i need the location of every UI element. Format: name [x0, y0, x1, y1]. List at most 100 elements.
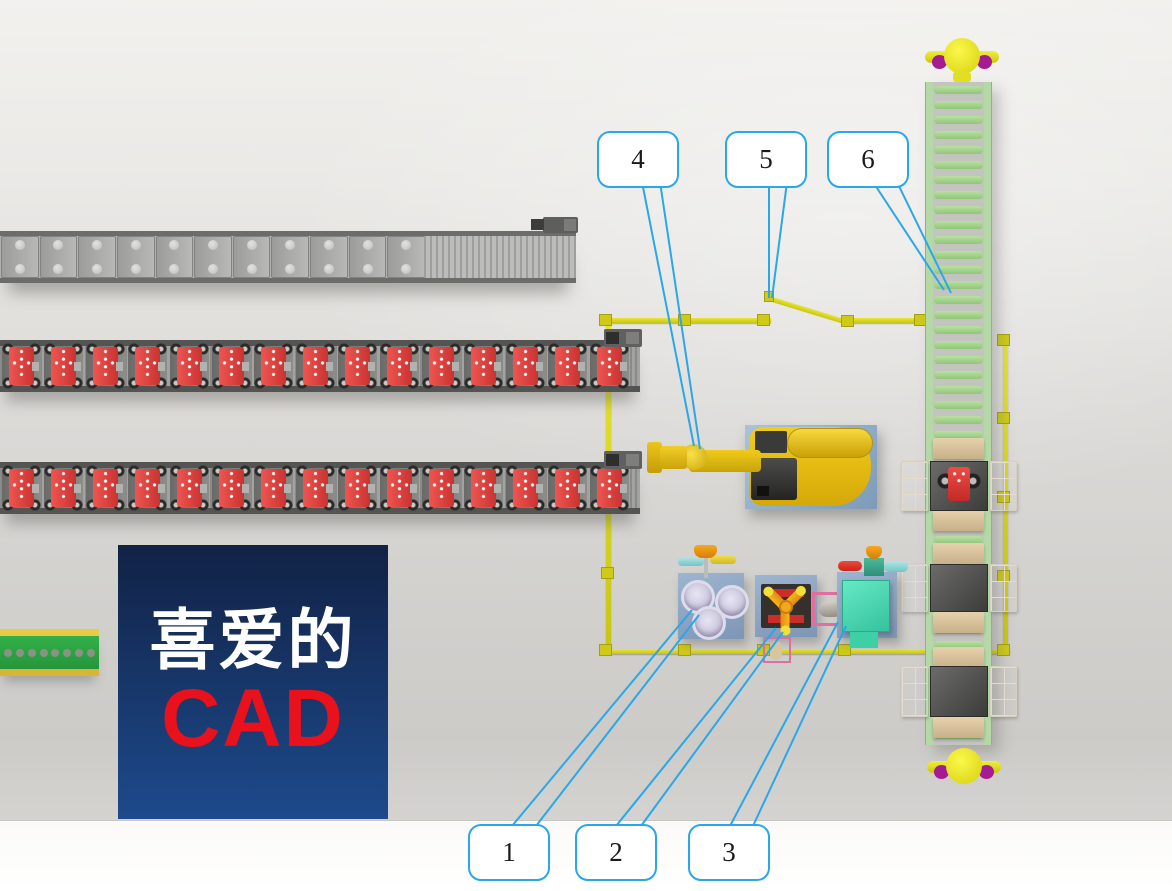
- pallet-carrier: [232, 236, 271, 278]
- red-part: [219, 469, 249, 507]
- conveyor-roller: [934, 476, 983, 484]
- conveyor-roller: [934, 371, 983, 379]
- pallet-carrier: [194, 236, 232, 278]
- logo-chinese-text: 喜爱的: [149, 602, 357, 677]
- valve-arm-left: [678, 558, 704, 566]
- roller-dot: [51, 648, 60, 657]
- conveyor-roller: [934, 566, 983, 574]
- red-part-carrier: [86, 343, 125, 389]
- conveyor-roller: [934, 116, 983, 124]
- red-part: [9, 469, 39, 507]
- bowl: [715, 585, 749, 619]
- conveyor-roller: [934, 206, 983, 214]
- red-part: [471, 469, 501, 507]
- pallet-carrier: [155, 236, 194, 278]
- red-part: [93, 347, 123, 385]
- red-part-carrier: [548, 343, 587, 389]
- red-part: [513, 469, 543, 507]
- red-part: [261, 347, 291, 385]
- red-part: [9, 347, 39, 385]
- red-part-carrier: [464, 465, 503, 511]
- robot-arm: [645, 418, 880, 513]
- red-part-carrier: [338, 465, 377, 511]
- roller-dot: [39, 648, 48, 657]
- mini-green-conveyor: [0, 629, 99, 676]
- red-part: [177, 469, 207, 507]
- pallet-carrier: [78, 236, 116, 278]
- fence-rail-top-right: [845, 318, 930, 323]
- red-part: [261, 469, 291, 507]
- conveyor-roller: [934, 656, 983, 664]
- valve-cyan: [884, 562, 908, 572]
- red-part-carrier: [44, 465, 83, 511]
- callout-balloon-5: 5: [725, 131, 807, 188]
- red-part: [345, 347, 375, 385]
- pallet-carrier: [116, 236, 155, 278]
- conveyor-roller: [934, 86, 983, 94]
- conveyor-roller: [934, 731, 983, 739]
- pallet-carrier: [271, 236, 310, 278]
- callout-balloon-3: 3: [688, 824, 770, 881]
- red-part: [303, 469, 333, 507]
- roller-dot: [15, 648, 24, 657]
- red-part-carrier: [548, 465, 587, 511]
- workstation-bowls: [678, 573, 749, 640]
- conveyor-roller: [934, 521, 983, 529]
- red-part-conveyor-1: [0, 340, 640, 392]
- red-part-carrier: [338, 343, 377, 389]
- red-part-carrier: [422, 465, 461, 511]
- conveyor-roller: [934, 326, 983, 334]
- roller-dot: [27, 648, 36, 657]
- red-part: [219, 347, 249, 385]
- red-part: [597, 469, 627, 507]
- conveyor-roller: [934, 131, 983, 139]
- red-part: [429, 347, 459, 385]
- conveyor-roller: [934, 431, 983, 439]
- red-part-carrier: [86, 465, 125, 511]
- valve-arm-right: [710, 556, 736, 564]
- roller-dot: [63, 648, 72, 657]
- robot-arm-link: [689, 450, 761, 472]
- red-part-carrier: [44, 343, 83, 389]
- red-part: [555, 347, 585, 385]
- red-part-carrier: [590, 343, 629, 389]
- pallet-carrier: [387, 236, 426, 278]
- valve-cap: [694, 545, 717, 558]
- rotary-machine-top: [925, 38, 999, 82]
- valve-cap: [866, 546, 882, 559]
- red-part-carrier: [170, 343, 209, 389]
- conveyor-roller: [934, 671, 983, 679]
- red-part: [135, 469, 165, 507]
- red-part: [51, 347, 81, 385]
- callout-balloon-2: 2: [575, 824, 657, 881]
- red-part-carrier: [254, 343, 293, 389]
- conveyor-motor: [604, 329, 642, 347]
- conveyor-roller: [934, 716, 983, 724]
- red-part-carrier: [590, 465, 629, 511]
- conveyor-roller: [934, 191, 983, 199]
- red-part-carrier: [422, 343, 461, 389]
- red-part: [555, 469, 585, 507]
- conveyor-roller: [934, 536, 983, 544]
- conveyor-roller: [934, 626, 983, 634]
- red-part-carrier: [380, 465, 419, 511]
- bowl: [692, 606, 726, 640]
- conveyor-roller: [934, 101, 983, 109]
- conveyor-roller: [934, 251, 983, 259]
- conveyor-roller: [934, 611, 983, 619]
- red-part-carrier: [128, 465, 167, 511]
- red-part-conveyor-2: [0, 462, 640, 514]
- conveyor-roller: [934, 701, 983, 709]
- red-part: [387, 347, 417, 385]
- pallet-carrier: [310, 236, 348, 278]
- callout-balloon-4: 4: [597, 131, 679, 188]
- conveyor-roller: [934, 356, 983, 364]
- workstation-rotor: [755, 575, 848, 663]
- conveyor-roller: [934, 176, 983, 184]
- conveyor-roller: [934, 221, 983, 229]
- red-part: [303, 347, 333, 385]
- robot-gripper: [647, 442, 662, 473]
- conveyor-roller: [934, 551, 983, 559]
- red-part: [387, 469, 417, 507]
